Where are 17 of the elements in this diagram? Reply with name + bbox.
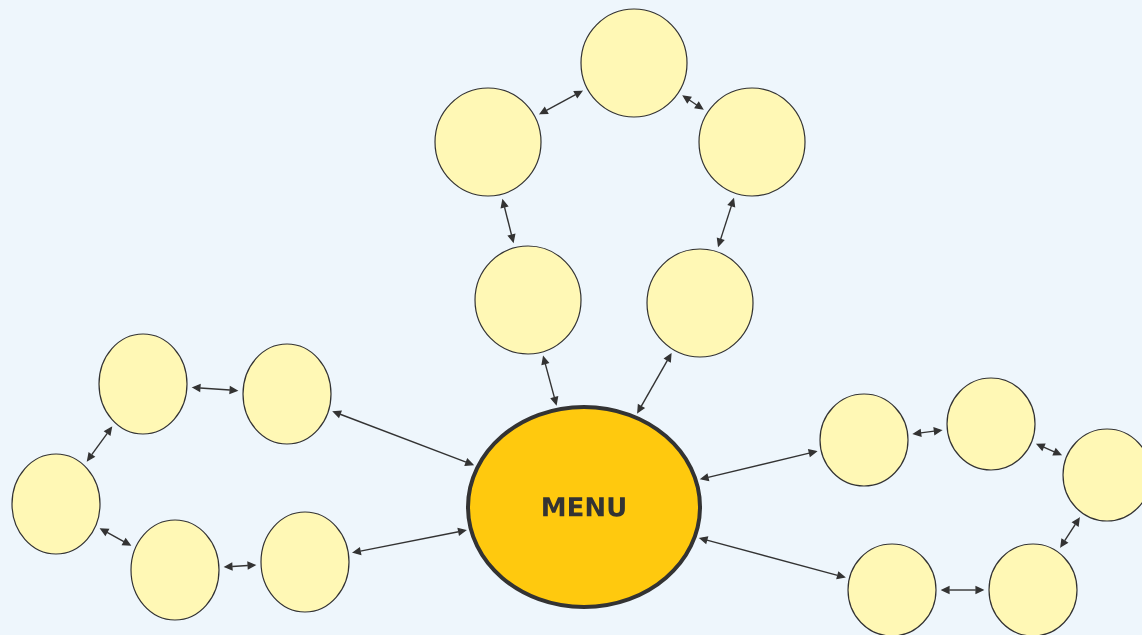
arrow	[682, 95, 704, 110]
circle-node	[847, 543, 937, 635]
circle-node	[98, 333, 188, 435]
circle-node	[434, 87, 542, 197]
circle-node	[819, 393, 909, 487]
circle-node	[1062, 428, 1142, 522]
circle-node	[646, 248, 754, 358]
circle-node	[11, 453, 101, 555]
circle-node	[474, 245, 582, 355]
arrow	[1060, 517, 1080, 548]
circle-node	[988, 543, 1078, 635]
circle-node	[946, 377, 1036, 471]
circle-node	[580, 8, 688, 118]
circle-node	[242, 343, 332, 445]
circle-node	[130, 519, 220, 621]
circle-node	[698, 87, 806, 197]
circle-node	[260, 511, 350, 613]
